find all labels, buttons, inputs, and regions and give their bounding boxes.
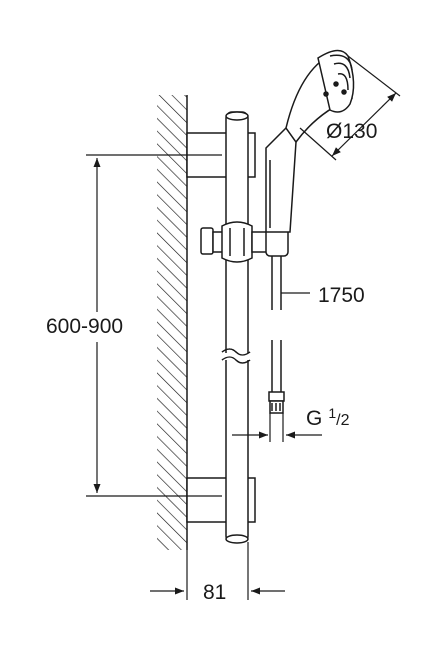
hose-nut [268, 391, 285, 402]
thread-dimension [232, 413, 322, 442]
head-diameter-label: Ø130 [326, 120, 377, 143]
height-range-label: 600-900 [46, 315, 123, 338]
rail-break-gap [223, 353, 251, 360]
shower-rail [225, 111, 249, 544]
wall-hatching [157, 95, 187, 550]
head-diameter-dimension [299, 55, 401, 161]
spray-dot-2 [341, 89, 347, 95]
wall-offset-label: 81 [203, 581, 226, 604]
height-dimension [86, 154, 222, 497]
thread-denominator: /2 [336, 412, 349, 429]
rail-bottom-cap [225, 534, 249, 544]
thread-numerator: 1 [328, 405, 336, 421]
holder-knob [200, 227, 214, 255]
thread-prefix: G [306, 407, 322, 430]
diameter-dim-line [331, 92, 397, 157]
rail-tube [225, 111, 249, 543]
offset-dimension [150, 542, 285, 600]
rail-top-cap [225, 111, 249, 121]
hose-length-label: 1750 [318, 284, 365, 307]
hand-shower-handle [265, 126, 297, 233]
holder-clamp [221, 221, 253, 263]
spray-dot-1 [333, 81, 339, 87]
sliding-holder [200, 221, 289, 263]
spray-dot-3 [323, 91, 329, 97]
spray-ring-lines [329, 54, 353, 91]
diameter-ext-bottom [299, 127, 337, 161]
wall [157, 95, 188, 550]
rail-break-lines [221, 348, 251, 364]
diameter-ext-top [347, 55, 401, 97]
shower-hose [268, 256, 285, 414]
